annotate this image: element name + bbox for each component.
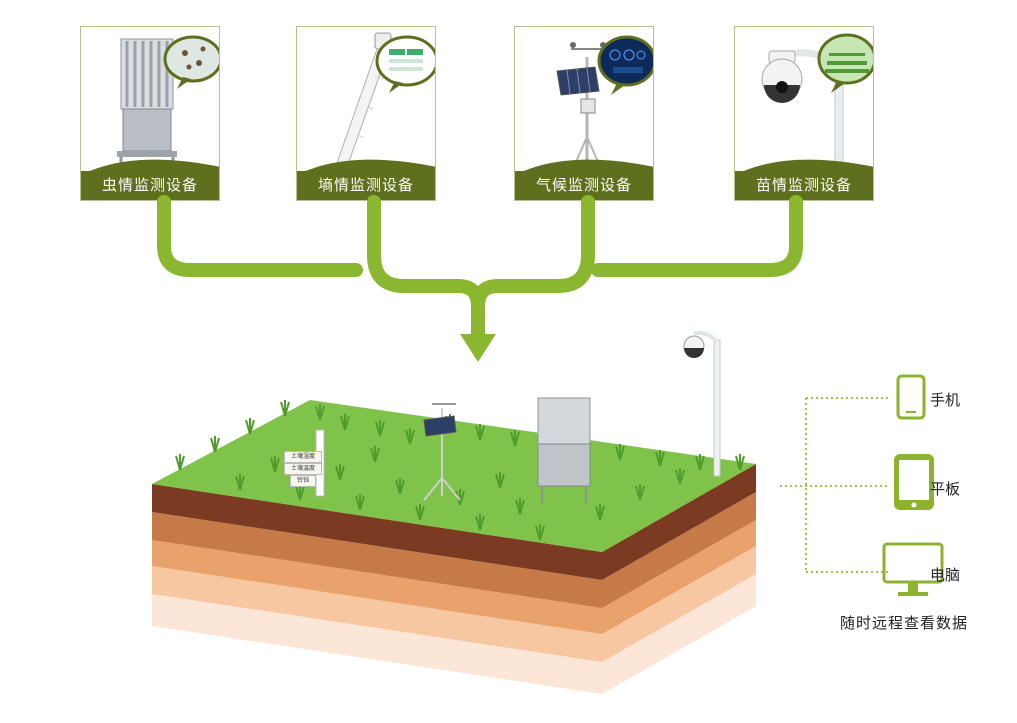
connector-line-3 [471,195,595,313]
tablet-icon [894,454,934,510]
device-label-tablet: 平板 [930,480,961,498]
card-label: 气候监测设备 [515,171,653,200]
soil-layer-4 [152,546,756,662]
grass-surface [152,400,756,552]
field-camera-pole [683,331,721,477]
field-sign-1: 土壤湿度 [284,451,322,463]
card-soil-moisture: 墒情监测设备 [296,26,436,201]
phone-icon [896,374,926,420]
remote-view-caption: 随时远程查看数据 [840,614,969,632]
field-sign-2: 土壤温度 [284,463,322,475]
connector-line-1 [157,195,363,277]
soil-layer-2 [152,492,756,608]
card-label: 墒情监测设备 [297,171,435,200]
card-label: 苗情监测设备 [735,171,873,200]
card-seedling-camera: 苗情监测设备 [734,26,874,201]
weather-station-image [556,35,653,173]
soil-layer-3 [152,520,756,634]
field-weather-station [423,403,461,501]
device-label-computer: 电脑 [930,566,961,584]
insect-trap-image [117,35,219,173]
field-insect-trap [537,397,591,504]
soil-layer-1 [152,464,756,580]
field-sign-3: 铃铛 [290,475,316,487]
soil-layer-5 [152,574,756,694]
camera-image [761,33,873,173]
connector-line-4 [591,195,803,277]
down-arrow-icon [460,334,496,362]
computer-icon [882,542,944,596]
card-label: 虫情监测设备 [81,171,219,200]
card-insect-monitoring: 虫情监测设备 [80,26,220,201]
card-weather-station: 气候监测设备 [514,26,654,201]
device-label-phone: 手机 [930,391,961,409]
